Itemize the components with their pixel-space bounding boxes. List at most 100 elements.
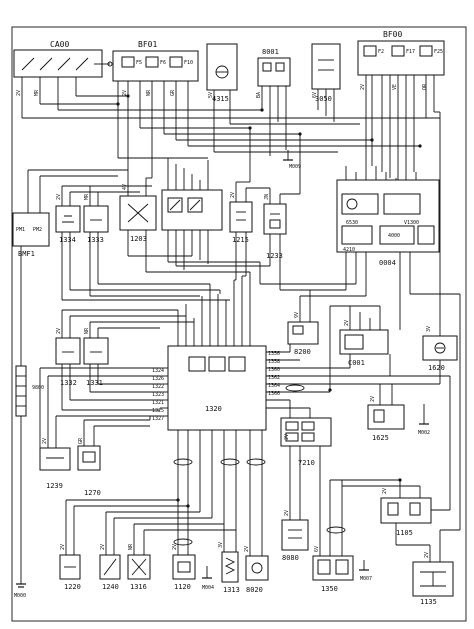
wire-code-4: NR — [146, 89, 152, 96]
label-m007: M007 — [360, 576, 372, 582]
ecu-pin-left-2: 1322 — [152, 384, 164, 390]
bf01-label: BF01 — [138, 40, 157, 49]
component-1331: 1331 — [83, 337, 109, 387]
label-v1300: V1300 — [404, 220, 419, 226]
fuse-f17: F17 — [406, 49, 415, 55]
wire-code-5: GR — [170, 89, 176, 96]
label-1203: 1203 — [130, 235, 147, 243]
label-1220: 1220 — [64, 583, 81, 591]
wire-code-19: 9V — [294, 312, 300, 318]
label-pm1: PM1 — [16, 227, 25, 233]
wire-code-35: 2V — [424, 552, 430, 558]
component-1215: 1215 — [229, 201, 253, 244]
wire-code-20: 2V — [344, 320, 350, 326]
component-1333: 1333 — [83, 205, 109, 244]
label-1313: 1313 — [223, 586, 240, 594]
label-3050: 3050 — [315, 95, 332, 103]
label-7210: 7210 — [298, 459, 315, 467]
label-1270: 1270 — [84, 489, 101, 497]
fuse-f6: F6 — [160, 60, 166, 66]
label-4210: 4210 — [343, 247, 355, 253]
component-1233: 1233 — [263, 203, 287, 260]
ca00-label: CA00 — [50, 40, 69, 49]
label-4315: 4315 — [212, 95, 229, 103]
ground-m000: M000 — [14, 583, 26, 599]
component-1334: 1334 — [55, 205, 81, 244]
component-1203: 1203 — [119, 195, 157, 243]
shielding-ovals — [173, 384, 346, 546]
fuse-f2: F2 — [378, 49, 384, 55]
wire-code-30: 3V — [218, 542, 224, 548]
wire-code-34: 2V — [382, 488, 388, 494]
bf00-label: BF00 — [383, 30, 402, 39]
splice-points — [116, 94, 422, 508]
component-3050: 3050 — [311, 43, 341, 103]
component-1120: 1120 — [172, 554, 196, 591]
wire-code-26: 2V — [60, 544, 66, 550]
component-1620: 1620 — [422, 335, 458, 372]
label-1239: 1239 — [46, 482, 63, 490]
wire-code-2: MR — [34, 89, 40, 96]
diagram-border — [11, 26, 467, 622]
wire-code-28: NR — [128, 543, 134, 550]
wire-code-25: 2V — [284, 434, 290, 440]
wire-code-7: BA — [256, 92, 262, 98]
wire-code-29: 2V — [172, 544, 178, 550]
instrument-cluster-0004: 6530 V1300 4210 4000 0004 — [336, 179, 440, 267]
wire-code-labels: 2V MR 2V NR GR 5V BA 6V 2V VE OR 2V MR 4… — [16, 83, 432, 558]
ecu-1320: 1320 1324 1326 1322 1323 1321 1325 1327 … — [152, 345, 280, 431]
wire-code-16: JN — [264, 194, 270, 200]
label-1135: 1135 — [420, 598, 437, 606]
fuse-f5: F5 — [136, 60, 142, 66]
ecu-pin-left-1: 1326 — [152, 376, 164, 382]
label-1105: 1105 — [396, 529, 413, 537]
component-1270: 1270 — [77, 445, 101, 497]
label-m002: M002 — [418, 430, 430, 436]
label-8200: 8200 — [294, 348, 311, 356]
ground-m009: M009 — [283, 150, 301, 170]
component-1625: 1625 — [367, 404, 405, 442]
component-1316: 1316 — [127, 554, 151, 591]
ecu-pin-right-1: 1358 — [268, 359, 280, 365]
component-8020: 8020 — [245, 555, 269, 594]
component-9800: 9800 — [15, 246, 44, 584]
component-8001: 8001 — [257, 48, 291, 87]
component-7210: 7210 — [280, 417, 332, 467]
label-bmf1: BMF1 — [18, 250, 35, 258]
ecu-pin-right-4: 1364 — [268, 383, 280, 389]
wire-code-22: 2V — [370, 396, 376, 402]
ecu-pin-right-3: 1362 — [268, 375, 280, 381]
label-1350: 1350 — [321, 585, 338, 593]
component-8080: 8080 — [281, 519, 309, 562]
ecu-pin-right-5: 1366 — [268, 391, 280, 397]
label-0004: 0004 — [379, 259, 396, 267]
label-1334: 1334 — [59, 236, 76, 244]
label-1333: 1333 — [87, 236, 104, 244]
wire-code-31: 2V — [244, 546, 250, 552]
wire-code-21: 3V — [426, 326, 432, 332]
label-6530: 6530 — [346, 220, 358, 226]
label-8020: 8020 — [246, 586, 263, 594]
wire-code-18: NR — [84, 327, 90, 334]
component-8200: 8200 — [287, 321, 319, 356]
ecu-pin-left-0: 1324 — [152, 368, 164, 374]
wire-code-15: 2V — [230, 192, 236, 198]
fuse-f10: F10 — [184, 60, 193, 66]
label-8080: 8080 — [282, 554, 299, 562]
wire-code-14: 4V — [122, 184, 128, 190]
label-m009: M009 — [289, 164, 301, 170]
label-1625: 1625 — [372, 434, 389, 442]
label-1331: 1331 — [86, 379, 103, 387]
label-1320: 1320 — [205, 405, 222, 413]
component-1332: 1332 — [55, 337, 81, 387]
ground-m007: M007 — [359, 560, 372, 582]
wire-code-23: 2V — [42, 438, 48, 444]
label-c001: C001 — [348, 359, 365, 367]
wire-code-27: 2V — [100, 544, 106, 550]
bf00-fuse-box: BF00 F2 F17 F25 — [357, 30, 445, 76]
ecu-pin-left-6: 1327 — [152, 416, 164, 422]
wire-code-33: 6V — [314, 546, 320, 552]
wire-code-1: 2V — [16, 90, 22, 96]
label-1316: 1316 — [130, 583, 147, 591]
